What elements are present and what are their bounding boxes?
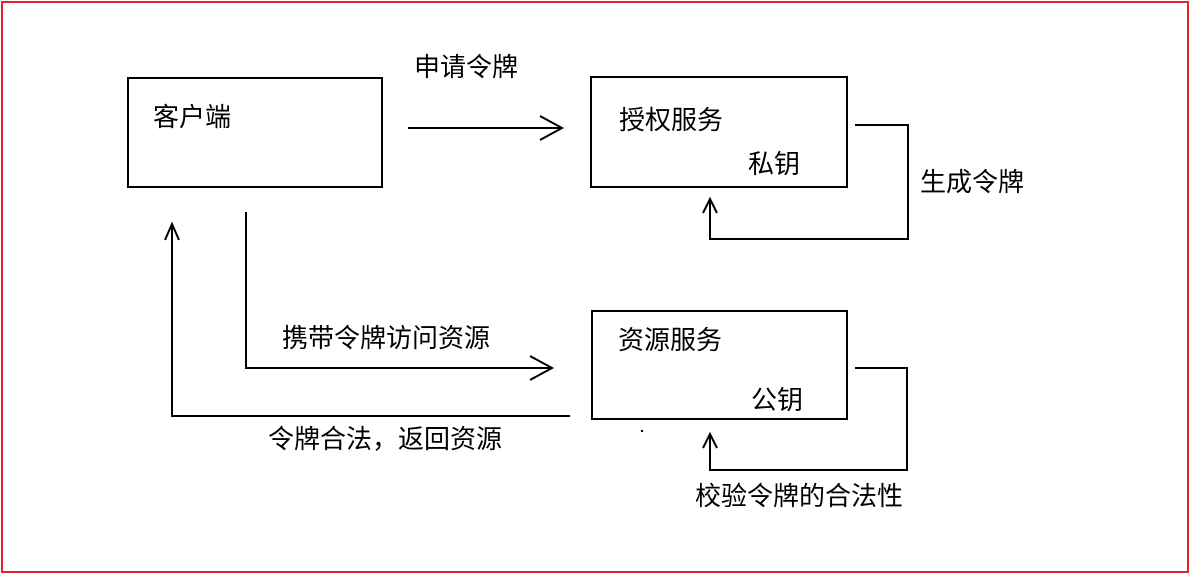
resource-public-key: 公钥	[751, 386, 804, 416]
request-token-label: 申请令牌	[414, 53, 519, 83]
resource-title: 资源服务	[618, 326, 723, 356]
access-resource-line	[245, 212, 552, 369]
generate-token-arrowhead	[702, 196, 718, 214]
access-resource-arrowhead	[529, 355, 555, 381]
auth-box	[590, 76, 848, 188]
auth-title: 授权服务	[619, 106, 724, 136]
return-resource-label: 令牌合法，返回资源	[268, 425, 503, 455]
verify-token-arrowhead	[702, 431, 718, 449]
return-resource-arrowhead	[164, 221, 180, 241]
access-resource-label: 携带令牌访问资源	[282, 324, 491, 354]
client-title: 客户端	[153, 103, 232, 133]
verify-token-label: 校验令牌的合法性	[695, 482, 904, 512]
generate-token-label: 生成令牌	[920, 168, 1025, 198]
verify-token-loop	[709, 367, 908, 471]
auth-private-key: 私钥	[748, 150, 801, 180]
return-resource-line	[171, 224, 570, 417]
request-token-arrowhead	[539, 115, 565, 141]
client-box	[127, 77, 383, 188]
stray-dot	[640, 429, 644, 433]
generate-token-loop	[709, 124, 909, 240]
resource-box	[591, 310, 848, 420]
